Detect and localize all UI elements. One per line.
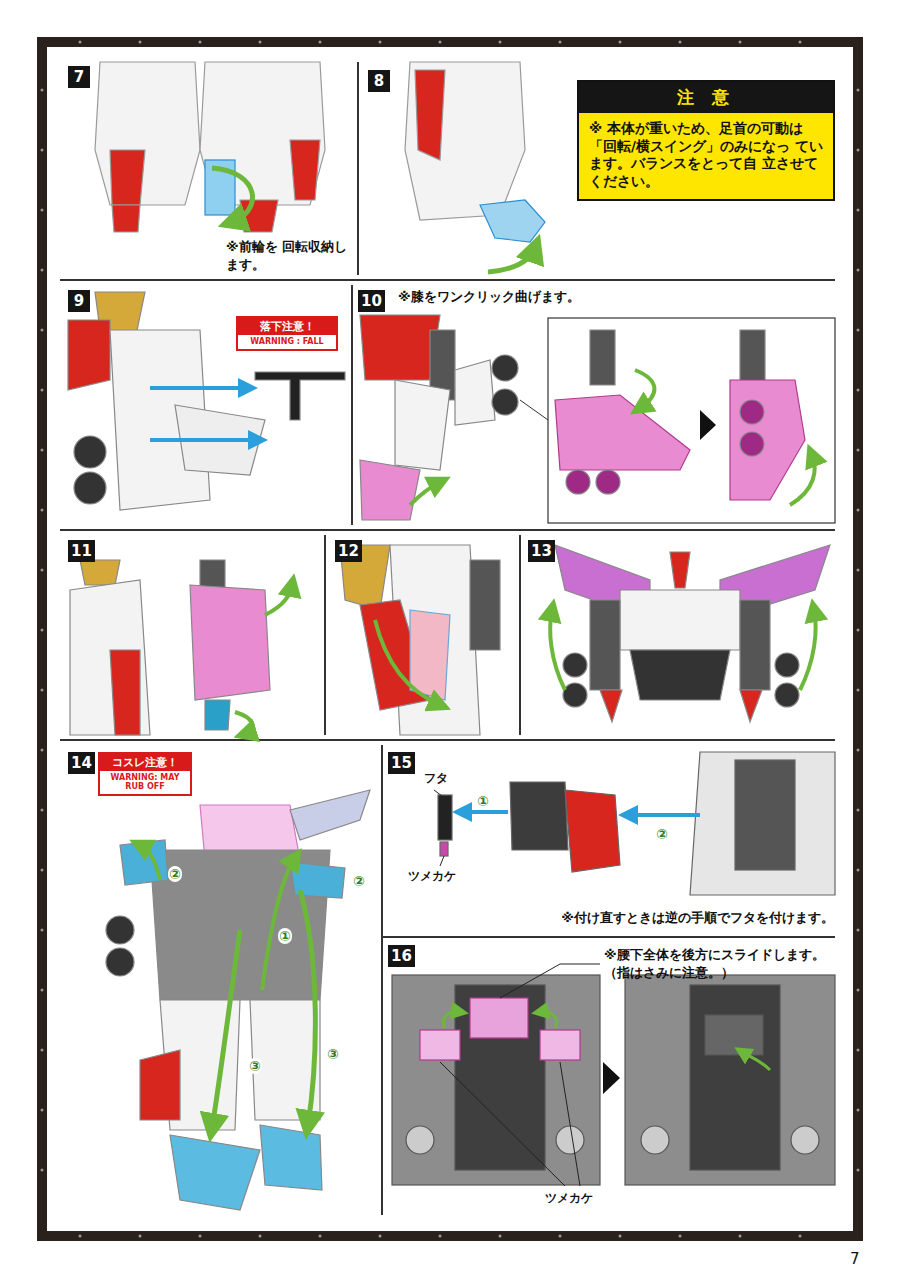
robot-figure: [555, 545, 830, 722]
page-frame: [42, 42, 858, 1236]
robot-figure: [106, 790, 370, 1210]
node-heading: 11: [71, 540, 92, 562]
waist-figure: [392, 975, 835, 1185]
step-number: 12: [335, 540, 362, 562]
node-heading: 落下注意！: [238, 318, 336, 335]
part-name: ツメカケ: [545, 1190, 593, 1206]
callout-number: ②: [655, 826, 669, 842]
legs-figure: [95, 62, 325, 232]
part-name: フタ: [424, 770, 448, 786]
leg-figure: [405, 62, 545, 242]
callout-number: ③: [326, 1046, 340, 1062]
callout-number: ①: [476, 793, 490, 809]
node-heading: 16: [391, 945, 412, 967]
warning-label: コスレ注意！WARNING: MAY RUB OFF: [98, 752, 192, 796]
callout-number: ①: [278, 928, 292, 944]
node-heading: 10: [361, 290, 382, 312]
frame-rivets: [42, 42, 858, 1236]
step-number: 15: [388, 752, 415, 774]
node-heading: 8: [371, 70, 387, 92]
step-number: 9: [68, 290, 90, 312]
step-number: 8: [368, 70, 390, 92]
note: ※膝をワンクリック曲げます。: [398, 288, 580, 306]
step-number: 7: [68, 66, 90, 88]
robot-figure: [68, 292, 345, 510]
node-heading: 14: [71, 752, 92, 774]
robot-figure: [70, 560, 270, 735]
note: ※前輪を 回転収納します。: [226, 238, 354, 273]
node-heading: コスレ注意！: [100, 754, 190, 771]
node-heading: 9: [71, 290, 87, 312]
step-number: 14: [68, 752, 95, 774]
parts-figure: [438, 752, 835, 895]
node-heading: 7: [71, 66, 87, 88]
robot-figure: [340, 545, 500, 735]
step-number: 10: [358, 290, 385, 312]
node-body: WARNING: MAY RUB OFF: [100, 771, 190, 794]
node-heading: 13: [531, 540, 552, 562]
panel-dividers: [60, 62, 835, 1215]
step-number: 16: [388, 945, 415, 967]
callout-number: ②: [168, 866, 182, 882]
step-number: 13: [528, 540, 555, 562]
leader-lines: [434, 790, 600, 1186]
node-heading: 12: [338, 540, 359, 562]
warning-label: 落下注意！WARNING : FALL: [236, 316, 338, 351]
page-number: 7: [850, 1249, 860, 1269]
caution-box: 注 意※ 本体が重いため、足首の可動は 「回転/横スイング」のみになっ ています…: [577, 80, 835, 201]
note: ※付け直すときは逆の手順でフタを付けます。: [470, 909, 834, 927]
callout-number: ③: [248, 1058, 262, 1074]
part-name: ツメカケ: [408, 868, 456, 884]
note: ※腰下全体を後方にスライドします。 （指はさみに注意。）: [604, 946, 836, 981]
node-heading: 注 意: [579, 82, 833, 113]
step-number: 11: [68, 540, 95, 562]
node-heading: 15: [391, 752, 412, 774]
node-body: ※ 本体が重いため、足首の可動は 「回転/横スイング」のみになっ ています。バラ…: [579, 113, 833, 199]
node-body: WARNING : FALL: [238, 335, 336, 349]
callout-number: ②: [352, 873, 366, 889]
robot-figure: [360, 315, 835, 523]
